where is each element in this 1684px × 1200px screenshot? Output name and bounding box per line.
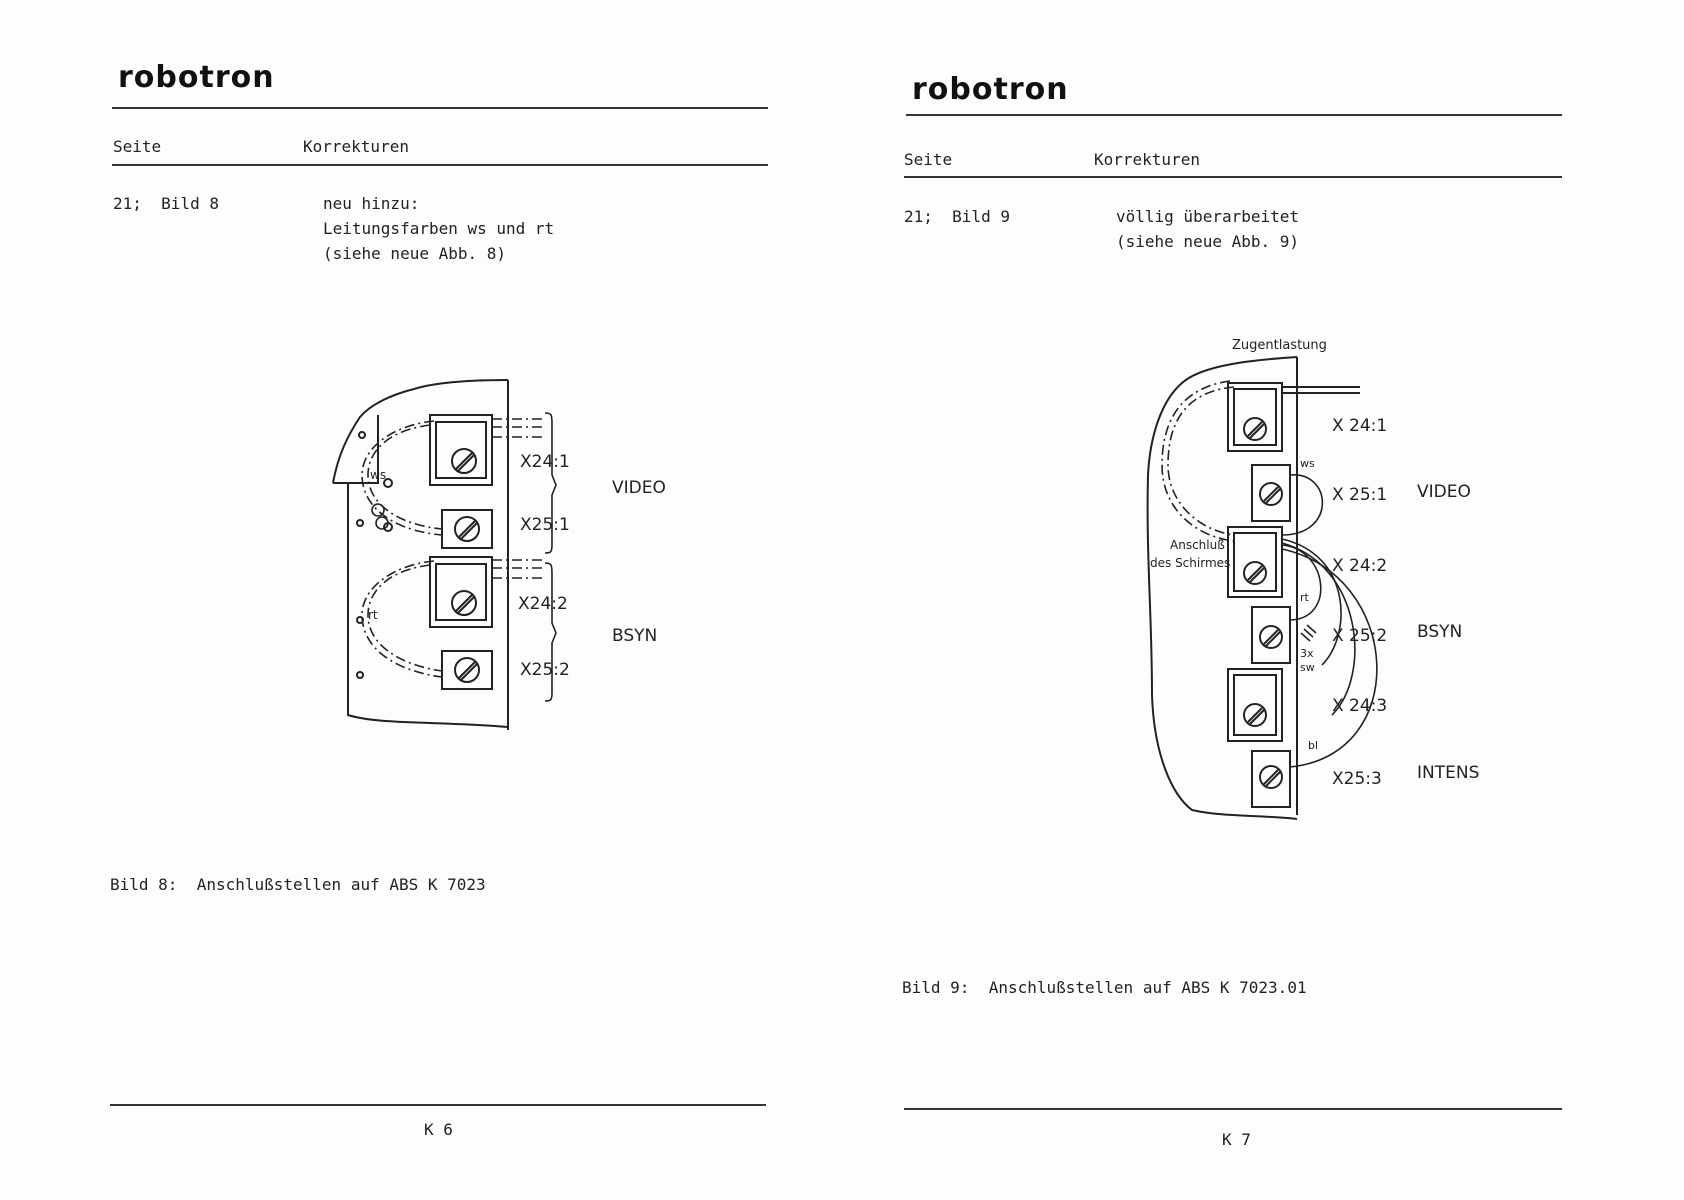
column-header-korrekturen: Korrekturen xyxy=(1094,150,1200,169)
terminal-label: X 24:2 xyxy=(1332,556,1387,576)
column-header-rule xyxy=(112,164,768,166)
terminal-label: X 25:1 xyxy=(1332,485,1387,505)
entry-page-ref: 21; Bild 9 xyxy=(904,207,1010,226)
wire-label-rt: rt xyxy=(1300,591,1310,604)
page-number: K 6 xyxy=(424,1120,453,1139)
column-header-seite: Seite xyxy=(904,150,953,169)
wire-label-sw: sw xyxy=(1300,661,1315,674)
terminal-label: X 25:2 xyxy=(1332,626,1387,646)
figure-caption: Bild 9: Anschlußstellen auf ABS K 7023.0… xyxy=(902,978,1307,997)
column-header-rule xyxy=(904,176,1562,178)
footer-rule xyxy=(904,1108,1562,1110)
signal-group-label: INTENS xyxy=(1417,763,1479,783)
terminal-label: X25:1 xyxy=(520,515,570,535)
column-header-seite: Seite xyxy=(113,137,162,156)
entry-line: neu hinzu: xyxy=(323,194,420,213)
entry-line: (siehe neue Abb. 8) xyxy=(323,244,507,263)
terminal-label: X 24:1 xyxy=(1332,416,1387,436)
figure-caption: Bild 8: Anschlußstellen auf ABS K 7023 xyxy=(110,875,486,894)
connector-diagram-bild-8: ws rt X24:1 X25:1 X24:2 X25:2 VIDEO BSYN xyxy=(332,379,666,730)
diagram-top-label: Zugentlastung xyxy=(1232,338,1327,353)
signal-group-label: BSYN xyxy=(1417,622,1462,642)
robotron-logo: robotron xyxy=(118,60,275,95)
shield-label: des Schirmes xyxy=(1150,556,1230,570)
left-page: robotron Seite Korrekturen 21; Bild 8 ne… xyxy=(110,60,768,1139)
signal-group-label: VIDEO xyxy=(1417,482,1471,502)
wire-label-rt: rt xyxy=(368,608,378,622)
column-header-korrekturen: Korrekturen xyxy=(303,137,409,156)
footer-rule xyxy=(110,1104,766,1106)
terminal-label: X25:2 xyxy=(520,660,570,680)
connector-diagram-bild-9: Zugentlastung Anschluß des Schirmes ws r… xyxy=(1146,338,1479,820)
terminal-label: X24:1 xyxy=(520,452,570,472)
entry-line: Leitungsfarben ws und rt xyxy=(323,219,555,238)
terminal-label: X 24:3 xyxy=(1332,696,1387,716)
entry-line: völlig überarbeitet xyxy=(1116,207,1300,226)
robotron-logo: robotron xyxy=(912,72,1069,107)
header-rule xyxy=(112,107,768,109)
wire-label-ws: ws xyxy=(1300,457,1315,470)
wire-label-ws: ws xyxy=(370,468,386,482)
right-page: robotron Seite Korrekturen 21; Bild 9 vö… xyxy=(842,0,1684,1200)
shield-label: Anschluß xyxy=(1170,538,1225,552)
wire-label-3x: 3x xyxy=(1300,647,1314,660)
header-rule xyxy=(906,114,1562,116)
entry-page-ref: 21; Bild 8 xyxy=(113,194,219,213)
page-number: K 7 xyxy=(1222,1130,1251,1149)
terminal-label: X25:3 xyxy=(1332,769,1382,789)
terminal-label: X24:2 xyxy=(518,594,568,614)
signal-group-label: VIDEO xyxy=(612,478,666,498)
entry-line: (siehe neue Abb. 9) xyxy=(1116,232,1300,251)
signal-group-label: BSYN xyxy=(612,626,657,646)
wire-label-bl: bl xyxy=(1308,739,1318,752)
